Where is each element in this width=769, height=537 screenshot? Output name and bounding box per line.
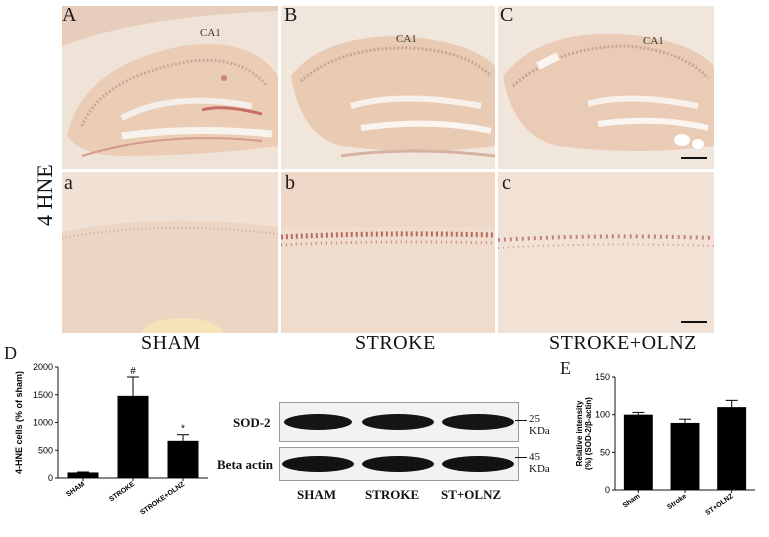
- condition-label-stroke: STROKE: [355, 332, 436, 354]
- panel-letter-E: E: [560, 358, 571, 378]
- kda-marker-line-25: [515, 420, 527, 421]
- bar: [670, 422, 700, 490]
- y-tick-label: 2000: [33, 362, 53, 372]
- blot-bands-beta-actin: [282, 456, 514, 472]
- panel-letter-D: D: [4, 343, 17, 363]
- panel-letter-b: b: [285, 172, 295, 194]
- y-tick-label: 100: [595, 410, 610, 420]
- y-axis-label: (%) (SOD-2/β-actin): [584, 397, 593, 470]
- panel-letter-c: c: [502, 172, 511, 194]
- micrograph-a: [62, 172, 278, 333]
- lane-label-stroke: STROKE: [365, 487, 420, 502]
- category-label: STROKE: [108, 481, 136, 504]
- y-axis-label: 4-HNE cells (% of sham): [14, 371, 24, 474]
- kda-label-25: 25 KDa: [529, 413, 550, 437]
- bar: [623, 414, 653, 490]
- micrograph-c: [498, 172, 714, 333]
- kda-marker-line-45: [515, 457, 527, 458]
- y-tick-label: 1000: [33, 418, 53, 428]
- lane-label-st-olnz: ST+OLNZ: [441, 487, 502, 502]
- y-tick-label: 1500: [33, 390, 53, 400]
- bar: [717, 407, 747, 490]
- panel-letter-a: a: [64, 172, 73, 194]
- scale-bar-high-mag: [681, 321, 707, 323]
- western-blot: SOD-2 Beta actin 25 KDa 45 KDa SHAM STRO…: [215, 395, 550, 530]
- y-tick-label: 500: [38, 445, 53, 455]
- category-label: Stroke: [666, 493, 688, 511]
- region-label-B: CA1: [396, 33, 417, 45]
- bar: [167, 440, 199, 478]
- y-axis-label: Relative intensity: [575, 400, 584, 466]
- blot-bands-sod2: [284, 414, 514, 430]
- scale-bar-low-mag: [681, 157, 707, 159]
- blot-row-label-sod2: SOD-2: [233, 415, 271, 430]
- hippocampus-stroke-low-mag: [281, 6, 495, 169]
- stain-label: 4 HNE: [32, 164, 57, 226]
- region-label-C: CA1: [643, 35, 664, 47]
- hippocampus-sham-low-mag: [62, 6, 278, 169]
- micrograph-C: [498, 6, 714, 169]
- significance-marker: *: [181, 424, 185, 435]
- y-tick-label: 150: [595, 372, 610, 382]
- condition-label-sham: SHAM: [141, 332, 201, 354]
- chart-d: 0 500 1000 1500 2000 4-HNE cells (% of sham) S…: [14, 362, 208, 517]
- category-label: Sham: [622, 493, 642, 510]
- ca1-sham-high-mag: [62, 172, 278, 333]
- category-label: STROKE+OLNZ: [139, 480, 186, 516]
- significance-marker: #: [130, 366, 136, 377]
- blot-row-label-beta-actin: Beta actin: [217, 457, 273, 472]
- micrograph-A: [62, 6, 278, 169]
- blot-strip-sod2: [279, 402, 519, 442]
- panel-letter-A: A: [62, 4, 77, 26]
- lane-label-sham: SHAM: [297, 487, 336, 502]
- ca1-stroke-olnz-high-mag: [498, 172, 714, 333]
- category-label: ST+OLNZ: [705, 492, 736, 517]
- kda-label-45: 45 KDa: [529, 451, 550, 475]
- blot-strip-beta-actin: [279, 447, 519, 481]
- condition-label-stroke-olnz: STROKE+OLNZ: [549, 332, 697, 354]
- category-label: SHAM: [65, 481, 86, 499]
- y-tick-label: 0: [48, 473, 53, 483]
- micrograph-b: [281, 172, 495, 333]
- bar: [67, 472, 99, 478]
- y-tick-label: 50: [600, 447, 610, 457]
- y-tick-label: 0: [605, 485, 610, 495]
- panel-letter-C: C: [500, 4, 514, 26]
- micrograph-B: [281, 6, 495, 169]
- panel-letter-B: B: [284, 4, 298, 26]
- hippocampus-stroke-olnz-low-mag: [498, 6, 714, 169]
- region-label-A: CA1: [200, 27, 221, 39]
- ca1-stroke-high-mag: [281, 172, 495, 333]
- bar: [117, 395, 149, 478]
